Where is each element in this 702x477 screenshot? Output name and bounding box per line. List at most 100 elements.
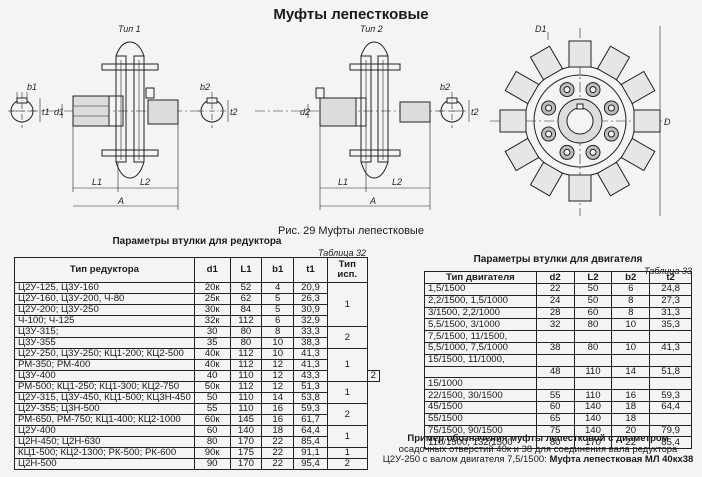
table33-value-cell: 55 <box>535 389 575 402</box>
dim-b2-left: b2 <box>200 82 210 92</box>
designation-example: Пример обозначения муфты лепестковой с д… <box>378 433 698 466</box>
table33-value-cell: 110 <box>573 389 613 402</box>
table32-value-cell: 6 <box>261 315 295 327</box>
bolt-hole <box>589 86 597 94</box>
gearbox-type-cell: КЦ1-500; КЦ2-1300; РК-500; РК-600 <box>14 447 195 459</box>
table33-value-cell: 41,3 <box>649 341 692 355</box>
table32-value-cell: 22 <box>261 436 295 448</box>
table32-value-cell: 30 <box>193 326 231 338</box>
gearbox-type-cell: Ч-100; Ч-125 <box>14 315 195 327</box>
table32-value-cell: 20к <box>193 282 231 294</box>
dim-b2-right: b2 <box>440 82 450 92</box>
bolt-hole <box>563 148 571 156</box>
table32-value-cell: 38,3 <box>293 337 328 349</box>
table32-value-cell: 60 <box>193 425 231 437</box>
gearbox-type-cell: Ц2Н-500 <box>14 458 195 470</box>
motor-type-cell: 3/1500, 2,2/1000 <box>424 306 537 320</box>
table33-value-cell: 6 <box>611 283 651 296</box>
table32-value-cell: 22 <box>261 447 295 459</box>
table33-value-cell <box>535 377 575 391</box>
table32-value-cell: 22 <box>261 458 295 470</box>
table32-value-cell: 40 <box>193 370 231 382</box>
table32-value-cell: 110 <box>229 403 263 415</box>
motor-type-cell: 2,2/1500, 1,5/1000 <box>424 294 537 308</box>
dim-A-type2: A <box>369 196 376 206</box>
petal <box>568 174 592 202</box>
table32-value-cell: 8 <box>261 326 295 338</box>
table33-value-cell: 28 <box>535 306 575 320</box>
table33-value-cell: 50 <box>573 283 613 296</box>
gearbox-type-cell: Ц2У-125, Ц3У-160 <box>14 282 195 294</box>
dim-L1-type2: L1 <box>338 177 348 187</box>
table32-value-cell: 30,9 <box>293 304 328 316</box>
petal <box>596 45 631 81</box>
table33-value-cell: 60 <box>573 306 613 320</box>
motor-type-cell: 5,5/1500, 3/1000 <box>424 318 537 332</box>
table33-value-cell: 32 <box>535 318 575 332</box>
table33-header-d2: d2 <box>535 271 575 284</box>
bolt-hole <box>563 86 571 94</box>
execution-type-cell: 2 <box>326 403 368 426</box>
table32-value-cell: 64,4 <box>293 425 328 437</box>
example-line2: осадочных отверстий 40к и 38 для соедине… <box>398 443 678 455</box>
dim-b1: b1 <box>27 82 37 92</box>
table32-value-cell: 175 <box>229 447 263 459</box>
table33-value-cell: 31,3 <box>649 306 692 320</box>
petal <box>529 45 564 81</box>
table32-value-cell: 62 <box>229 293 263 305</box>
table32-value-cell: 90к <box>193 447 231 459</box>
table32-value-cell: 145 <box>229 414 263 426</box>
table32-value-cell: 12 <box>261 359 295 371</box>
dim-t2-right: t2 <box>471 107 479 117</box>
table32-value-cell: 110 <box>229 392 263 404</box>
table33-value-cell <box>611 330 651 343</box>
execution-type-cell: 2 <box>326 326 368 349</box>
shaft-section-type1 <box>8 92 41 128</box>
gearbox-type-cell: Ц2У-400 <box>14 425 195 437</box>
bolt-hole <box>545 130 553 138</box>
table32-header-exec: Тип исп. <box>326 257 368 283</box>
table33-value-cell: 18 <box>611 412 651 426</box>
type1-label: Тип 1 <box>118 24 141 34</box>
table33-value-cell: 14 <box>611 365 651 379</box>
table32-value-cell: 16 <box>261 414 295 426</box>
table33-value-cell: 80 <box>573 318 613 332</box>
table33-value-cell <box>611 377 651 391</box>
table32-value-cell: 16 <box>261 403 295 415</box>
table32-value-cell: 95,4 <box>293 458 328 470</box>
table32-value-cell: 30к <box>193 304 231 316</box>
petal <box>596 161 631 197</box>
gearbox-type-cell: Ц3У-315; <box>14 326 195 338</box>
petal <box>633 109 661 133</box>
dim-L2-type1: L2 <box>140 177 150 187</box>
table32-value-cell: 112 <box>229 381 263 393</box>
figure-caption: Рис. 29 Муфты лепестковые <box>278 225 424 237</box>
page-title: Муфты лепестковые <box>273 6 429 23</box>
gearbox-type-cell: РМ-500; КЦ1-250; КЦ1-300; КЦ2-750 <box>14 381 195 393</box>
table33-value-cell: 35,3 <box>649 318 692 332</box>
table33-header-L2: L2 <box>573 271 613 284</box>
table33-header-t2: t2 <box>649 271 692 284</box>
table33-value-cell <box>573 353 613 367</box>
table32-value-cell: 25к <box>193 293 231 305</box>
gearbox-type-cell: Ц2У-200; Ц3У-250 <box>14 304 195 316</box>
gearbox-type-cell: Ц3У-400 <box>14 370 195 382</box>
motor-type-cell: 5,5/1000, 7,5/1000 <box>424 341 537 355</box>
table33-value-cell: 27,3 <box>649 294 692 308</box>
execution-type-cell: 1 <box>326 425 368 448</box>
gearbox-type-cell: Ц2У-315, Ц3У-450, КЦ1-500; КЦ3Н-450 <box>14 392 195 404</box>
bolt-hole <box>545 104 553 112</box>
table32-value-cell: 51,3 <box>293 381 328 393</box>
table32-value-cell: 112 <box>229 359 263 371</box>
